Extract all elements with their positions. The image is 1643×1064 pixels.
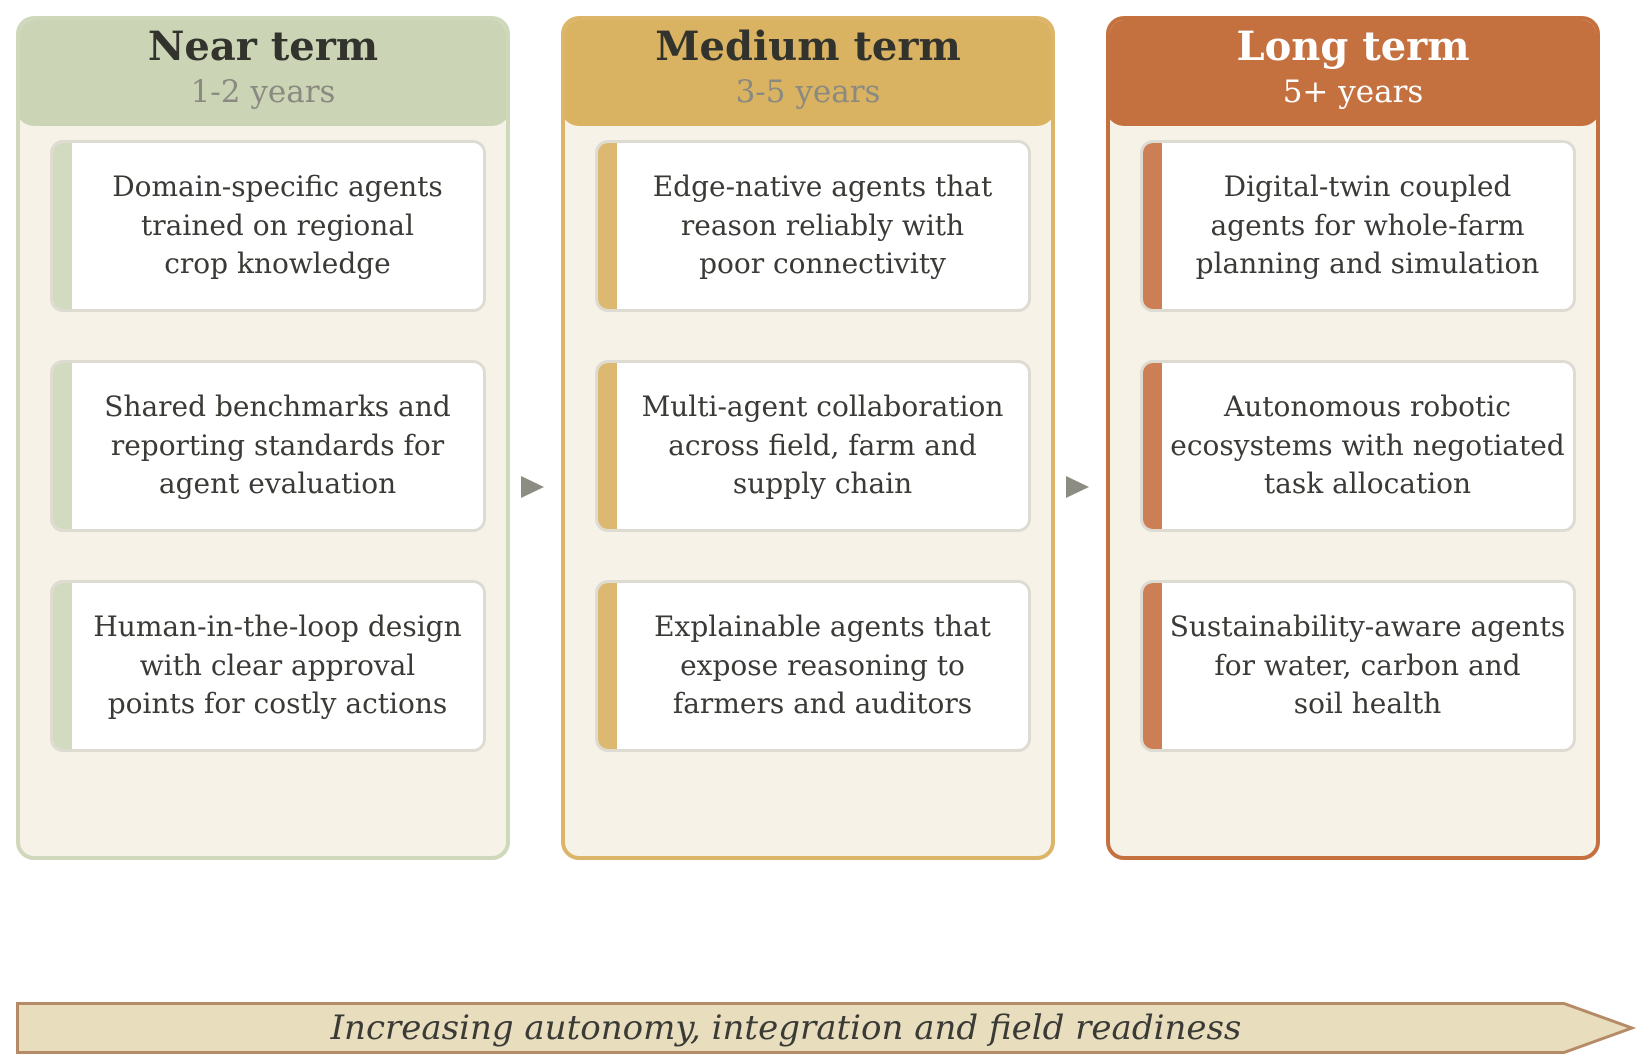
arrow-right-icon bbox=[521, 476, 544, 498]
medium-term-card-2: Multi-agent collaboration across field, … bbox=[595, 360, 1031, 532]
near-term-header: Near term 1-2 years bbox=[20, 20, 506, 126]
long-term-card-1: Digital-twin coupled agents for whole-fa… bbox=[1140, 140, 1576, 312]
card-text: Digital-twin coupled agents for whole-fa… bbox=[1195, 170, 1540, 281]
card-text: Explainable agents that expose reasoning… bbox=[654, 610, 991, 721]
long-term-header: Long term 5+ years bbox=[1110, 20, 1596, 126]
card-accent-bar bbox=[53, 143, 72, 309]
progress-banner-arrow: Increasing autonomy, integration and fie… bbox=[16, 1002, 1636, 1054]
card-accent-bar bbox=[53, 583, 72, 749]
card-accent-bar bbox=[53, 363, 72, 529]
card-text: Human-in-the-loop design with clear appr… bbox=[93, 610, 462, 721]
medium-term-card-3: Explainable agents that expose reasoning… bbox=[595, 580, 1031, 752]
card-accent-bar bbox=[1143, 583, 1162, 749]
medium-term-header: Medium term 3-5 years bbox=[565, 20, 1051, 126]
long-term-title: Long term bbox=[1236, 23, 1470, 70]
long-term-card-3: Sustainability-aware agents for water, c… bbox=[1140, 580, 1576, 752]
long-term-card-2: Autonomous robotic ecosystems with negot… bbox=[1140, 360, 1576, 532]
near-term-card-1: Domain-specific agents trained on region… bbox=[50, 140, 486, 312]
card-accent-bar bbox=[1143, 143, 1162, 309]
medium-term-title: Medium term bbox=[655, 23, 961, 70]
card-text: Shared benchmarks and reporting standard… bbox=[104, 390, 451, 501]
long-term-subtitle: 5+ years bbox=[1282, 74, 1424, 110]
column-medium-term: Medium term 3-5 years Edge-native agents… bbox=[561, 16, 1055, 860]
card-text: Edge-native agents that reason reliably … bbox=[652, 170, 993, 281]
medium-term-card-1: Edge-native agents that reason reliably … bbox=[595, 140, 1031, 312]
card-text: Sustainability-aware agents for water, c… bbox=[1169, 610, 1566, 721]
column-long-term: Long term 5+ years Digital-twin coupled … bbox=[1106, 16, 1600, 860]
banner-arrow-shape bbox=[16, 1002, 1636, 1054]
near-term-subtitle: 1-2 years bbox=[190, 74, 336, 110]
near-term-title: Near term bbox=[147, 23, 379, 70]
near-term-card-2: Shared benchmarks and reporting standard… bbox=[50, 360, 486, 532]
card-text: Multi-agent collaboration across field, … bbox=[641, 390, 1004, 501]
card-accent-bar bbox=[598, 583, 617, 749]
near-term-card-3: Human-in-the-loop design with clear appr… bbox=[50, 580, 486, 752]
card-accent-bar bbox=[598, 143, 617, 309]
card-accent-bar bbox=[598, 363, 617, 529]
banner-text: Increasing autonomy, integration and fie… bbox=[330, 1008, 1242, 1048]
card-text: Domain-specific agents trained on region… bbox=[112, 170, 443, 281]
column-near-term: Near term 1-2 years Domain-specific agen… bbox=[16, 16, 510, 860]
arrow-right-icon bbox=[1066, 476, 1089, 498]
medium-term-subtitle: 3-5 years bbox=[735, 74, 881, 110]
card-accent-bar bbox=[1143, 363, 1162, 529]
card-text: Autonomous robotic ecosystems with negot… bbox=[1170, 390, 1565, 501]
